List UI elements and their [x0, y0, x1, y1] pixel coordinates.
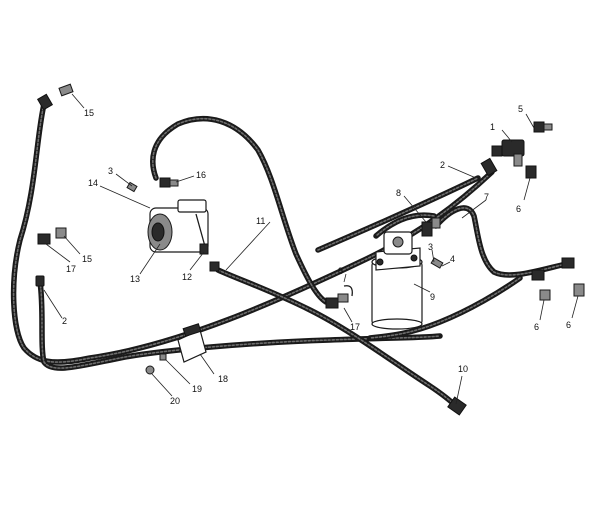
fitting-8-upper	[421, 217, 441, 237]
label-6-mid: 6	[534, 322, 539, 332]
leader-lines	[43, 93, 579, 405]
label-17-left: 17	[66, 264, 76, 274]
hose-7	[433, 205, 569, 278]
label-1: 1	[490, 122, 495, 132]
label-12: 12	[182, 272, 192, 282]
label-19: 19	[192, 384, 202, 394]
tee-fitting-1	[491, 139, 525, 167]
fitting-6-mid	[531, 269, 551, 301]
fitting-15-left	[37, 227, 67, 245]
hose-7-return	[367, 275, 523, 341]
label-3-left: 3	[108, 166, 113, 176]
label-15-left: 15	[82, 254, 92, 264]
hose-2-right-upper	[315, 175, 481, 253]
label-6-top: 6	[516, 204, 521, 214]
bolt-3-left	[126, 181, 138, 193]
label-15-top: 15	[84, 108, 94, 118]
nut-20	[145, 365, 155, 375]
label-7: 7	[484, 192, 489, 202]
bolt-3-right	[430, 257, 444, 269]
label-2-right: 2	[440, 160, 445, 170]
fitting-15-top	[36, 83, 74, 111]
label-6-right: 6	[566, 320, 571, 330]
fitting-11-end	[209, 261, 220, 272]
bracket-18	[177, 323, 207, 363]
label-4: 4	[450, 254, 455, 264]
label-2-left: 2	[62, 316, 67, 326]
fitting-10	[447, 396, 467, 416]
fitting-6-top	[525, 165, 537, 179]
hose-11	[215, 267, 461, 411]
bolt-19	[159, 353, 167, 361]
part-labels: 1 2 2 3 3 4 5 6 6 6 7 8 8 9 10 11 12 13 …	[62, 104, 571, 406]
fitting-5	[533, 121, 553, 133]
fitting-2-right-end	[480, 157, 498, 177]
hose-8	[373, 212, 437, 239]
hose-16-top	[150, 115, 329, 305]
label-11: 11	[256, 216, 265, 226]
fitting-12	[199, 243, 209, 255]
label-9: 9	[430, 292, 435, 302]
fitting-16	[159, 177, 179, 188]
fitting-8-lower-17	[325, 285, 353, 309]
fitting-6-right	[561, 257, 585, 297]
label-20: 20	[170, 396, 180, 406]
label-13: 13	[130, 274, 140, 284]
pump-13	[147, 199, 209, 253]
filter-9	[371, 231, 423, 330]
label-3-right: 3	[428, 242, 433, 252]
label-8-upper: 8	[396, 188, 401, 198]
fitting-2-end	[35, 275, 45, 287]
label-8-lower: 8	[338, 266, 343, 276]
label-17-center: 17	[350, 322, 360, 332]
label-10: 10	[458, 364, 468, 374]
label-16: 16	[196, 170, 206, 180]
label-5: 5	[518, 104, 523, 114]
label-14: 14	[88, 178, 98, 188]
label-18: 18	[218, 374, 228, 384]
